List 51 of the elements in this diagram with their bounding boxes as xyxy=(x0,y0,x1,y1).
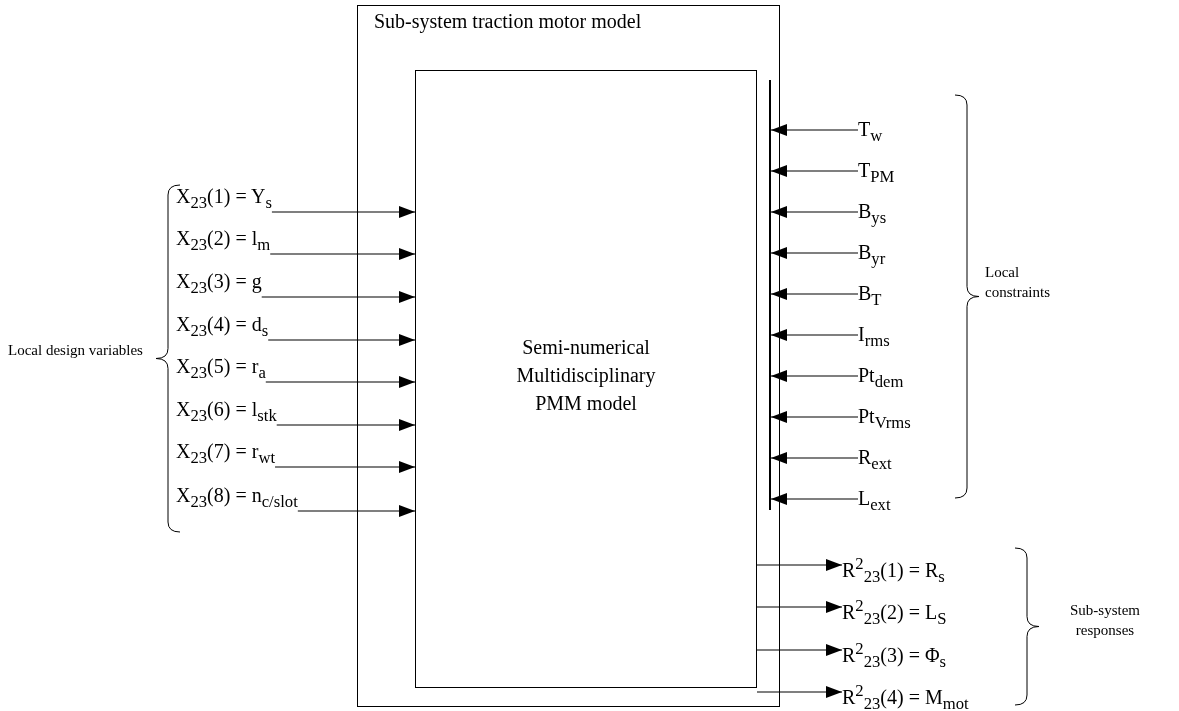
formula-label: X$_{23}$(8) = n$_{c/slot}$ xyxy=(176,481,298,517)
formula-label: X$_{23}$(5) = r$_{a}$ xyxy=(176,352,266,388)
arrow xyxy=(770,452,859,464)
arrow xyxy=(756,559,843,571)
formula-label: Pt$_{Vrms}$ xyxy=(858,402,911,432)
arrow xyxy=(756,686,843,698)
formula-label: B$_{yr}$ xyxy=(858,238,886,268)
group-label: Local constraints xyxy=(985,263,1051,302)
formula-label: T$_{PM}$ xyxy=(858,156,895,186)
arrow xyxy=(756,601,843,613)
formula-label: L$_{ext}$ xyxy=(858,484,891,514)
arrow xyxy=(770,124,859,136)
formula-label: R$^{2}$$_{23}$(4) = M$_{mot}$ xyxy=(842,677,969,707)
formula-label: B$_{ys}$ xyxy=(858,197,887,227)
arrow xyxy=(274,461,416,473)
formula-label: X$_{23}$(1) = Y$_{s}$ xyxy=(176,182,272,218)
arrow xyxy=(770,370,859,382)
arrow xyxy=(770,329,859,341)
formula-label: B$_{T}$ xyxy=(858,279,882,309)
arrow xyxy=(770,411,859,423)
arrow xyxy=(267,334,416,346)
arrow xyxy=(756,644,843,656)
arrow xyxy=(276,419,416,431)
arrow xyxy=(770,288,859,300)
model-box xyxy=(415,70,757,688)
formula-label: R$^{2}$$_{23}$(3) = Φ$_{s}$ xyxy=(842,635,947,665)
subsystem-box xyxy=(357,5,780,707)
formula-label: X$_{23}$(7) = r$_{wt}$ xyxy=(176,437,276,473)
formula-label: R$^{2}$$_{23}$(2) = L$_{S}$ xyxy=(842,592,947,622)
group-label: Sub-system responses xyxy=(1069,601,1141,640)
formula-label: I$_{rms}$ xyxy=(858,320,890,350)
arrow xyxy=(269,248,416,260)
formula-label: Pt$_{dem}$ xyxy=(858,361,904,391)
arrow xyxy=(261,291,416,303)
arrow xyxy=(770,206,859,218)
arrow xyxy=(770,247,859,259)
box-text: Semi-numerical Multidisciplinary PMM model xyxy=(515,335,657,416)
arrow xyxy=(770,493,859,505)
arrow xyxy=(297,505,416,517)
formula-label: R$_{ext}$ xyxy=(858,443,892,473)
formula-label: X$_{23}$(2) = l$_{m}$ xyxy=(176,224,271,260)
arrow xyxy=(265,376,416,388)
group-label: Local design variables xyxy=(8,341,143,360)
formula-label: X$_{23}$(4) = d$_{s}$ xyxy=(176,310,269,346)
arrow xyxy=(770,165,859,177)
formula-label: X$_{23}$(3) = g xyxy=(176,267,262,303)
box-title: Sub-system traction motor model xyxy=(374,10,642,33)
formula-label: T$_{w}$ xyxy=(858,115,883,145)
formula-label: X$_{23}$(6) = l$_{stk}$ xyxy=(176,395,277,431)
arrow xyxy=(271,206,416,218)
formula-label: R$^{2}$$_{23}$(1) = R$_{s}$ xyxy=(842,550,945,580)
